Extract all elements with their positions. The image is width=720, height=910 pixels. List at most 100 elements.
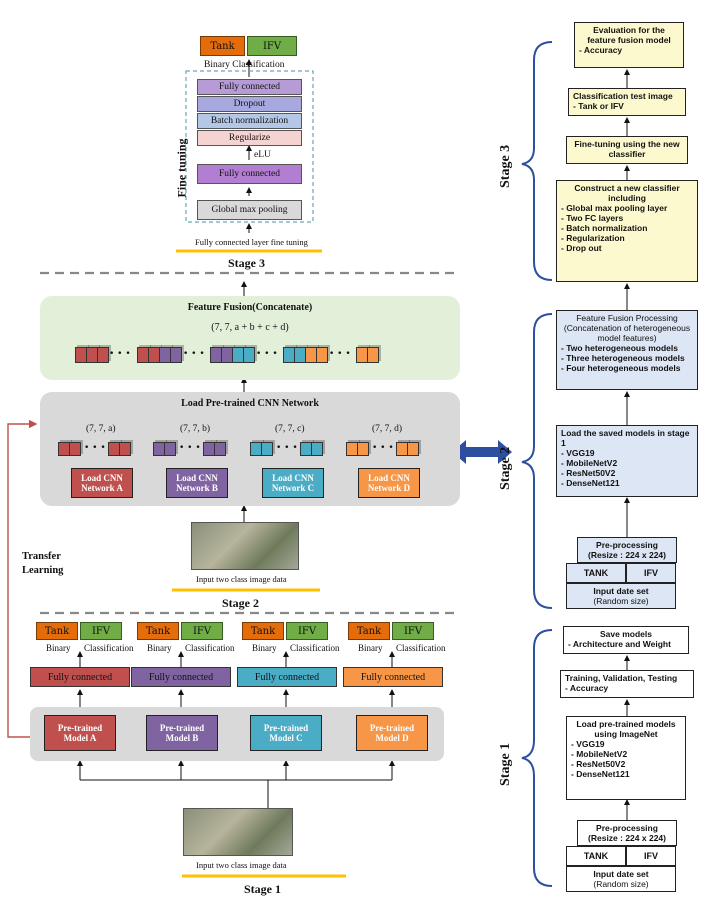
cnn-feature-cube xyxy=(407,442,419,456)
classification-label: Classification xyxy=(185,643,235,653)
fine-tuning-caption: Fully connected layer fine tuning xyxy=(195,237,308,247)
ifv-output-box: IFV xyxy=(80,622,122,640)
evaluation-item: - Accuracy xyxy=(579,45,623,55)
ellipsis-dots: • • • xyxy=(276,443,298,453)
fully-connected-layer-2: Fully connected xyxy=(197,164,302,184)
loadpre-title: Load pre-trained models using ImageNet xyxy=(576,719,676,739)
ffp-item: - Four heterogeneous models xyxy=(561,363,681,373)
classification-label: Classification xyxy=(84,643,134,653)
ellipsis-dots: • • • xyxy=(256,349,278,359)
pre1-sub: (Resize : 224 x 224) xyxy=(588,833,666,843)
input-image-collage-stage1 xyxy=(183,808,293,856)
ifv-output-box: IFV xyxy=(392,622,434,640)
fully-connected-layer: Fully connected xyxy=(197,79,302,95)
evaluation-box: Evaluation for the feature fusion model … xyxy=(574,22,684,68)
dims-a: (7, 7, a) xyxy=(86,424,116,434)
ellipsis-dots: • • • xyxy=(183,349,205,359)
load-saved-item: - DenseNet121 xyxy=(561,478,620,488)
input-image-collage-stage2 xyxy=(191,522,299,570)
tank-output-box: Tank xyxy=(200,36,245,56)
construct-item: - Batch normalization xyxy=(561,223,648,233)
preprocessing-box-stage2: Pre-processing (Resize : 224 x 224) xyxy=(577,537,677,563)
stage1-image-caption: Input two class image data xyxy=(196,860,287,870)
stage3-right-label: Stage 3 xyxy=(498,144,513,188)
construct-item: - Global max pooling layer xyxy=(561,203,668,213)
train-title: Training, Validation, Testing xyxy=(565,673,678,683)
batch-normalization-layer: Batch normalization xyxy=(197,113,302,129)
dims-c: (7, 7, c) xyxy=(275,424,305,434)
tank-output-box: Tank xyxy=(348,622,390,640)
feature-fusion-panel xyxy=(40,296,460,380)
feature-fusion-processing-box: Feature Fusion Processing (Concatenation… xyxy=(556,310,698,390)
train-item: - Accuracy xyxy=(565,683,609,693)
cnn-feature-cube xyxy=(119,442,131,456)
pre1-title: Pre-processing xyxy=(596,823,658,833)
cnn-feature-cube xyxy=(357,442,369,456)
evaluation-title: Evaluation for the feature fusion model xyxy=(587,25,671,45)
input2-title: Input date set xyxy=(593,586,649,596)
pretrained-model-a: Pre-trained Model A xyxy=(44,715,116,751)
ffp-item: - Two heterogeneous models xyxy=(561,343,678,353)
classification-test-box: Classification test image - Tank or IFV xyxy=(568,88,686,116)
load-cnn-network-d: Load CNN Network D xyxy=(358,468,420,498)
input-dataset-box-stage1: Input date set (Random size) xyxy=(566,866,676,892)
fully-connected-box: Fully connected xyxy=(237,667,337,687)
construct-title: Construct a new classifier including xyxy=(574,183,680,203)
tank-output-box: Tank xyxy=(242,622,284,640)
binary-label: Binary xyxy=(252,643,277,653)
load-saved-models-box: Load the saved models in stage 1 - VGG19… xyxy=(556,425,698,497)
input1-sub: (Random size) xyxy=(593,879,649,889)
classification-label: Classification xyxy=(396,643,446,653)
stage1-fc-row: Fully connected Fully connected Fully conn… xyxy=(30,667,450,691)
ffp-item: - Three heterogeneous models xyxy=(561,353,685,363)
fused-feature-cube xyxy=(243,347,255,363)
stage1-left-label: Stage 1 xyxy=(244,882,281,896)
cnn-feature-cube xyxy=(311,442,323,456)
tank-cell-stage2: TANK xyxy=(566,563,626,583)
ifv-output-box: IFV xyxy=(286,622,328,640)
cnn-feature-cube xyxy=(69,442,81,456)
cnn-feature-blocks: • • •• • •• • •• • • xyxy=(58,440,448,460)
construct-item: - Drop out xyxy=(561,243,602,253)
pretrained-model-c: Pre-trained Model C xyxy=(250,715,322,751)
transfer-learning-label: Transfer Learning xyxy=(22,551,64,576)
save-title: Save models xyxy=(600,629,652,639)
load-cnn-title: Load Pre-trained CNN Network xyxy=(181,398,319,409)
construct-classifier-box: Construct a new classifier including - G… xyxy=(556,180,698,282)
fused-feature-cube xyxy=(170,347,182,363)
classification-test-item: - Tank or IFV xyxy=(573,101,624,111)
ellipsis-dots: • • • xyxy=(84,443,106,453)
ellipsis-dots: • • • xyxy=(329,349,351,359)
load-saved-title: Load the saved models in stage 1 xyxy=(561,428,690,448)
load-saved-item: - ResNet50V2 xyxy=(561,468,616,478)
cnn-feature-cube xyxy=(164,442,176,456)
pretrained-model-d: Pre-trained Model D xyxy=(356,715,428,751)
ifv-cell-stage2: IFV xyxy=(626,563,676,583)
load-pretrained-box: Load pre-trained models using ImageNet -… xyxy=(566,716,686,800)
pre2-title: Pre-processing xyxy=(596,540,658,550)
feature-fusion-title: Feature Fusion(Concatenate) xyxy=(187,302,313,313)
ifv-cell-stage1: IFV xyxy=(626,846,676,866)
cnn-feature-cube xyxy=(261,442,273,456)
fusion-dims: (7, 7, a + b + c + d) xyxy=(211,322,289,333)
input-dataset-box-stage2: Input date set (Random size) xyxy=(566,583,676,609)
fully-connected-box: Fully connected xyxy=(30,667,130,687)
regularize-layer: Regularize xyxy=(197,130,302,146)
classification-test-title: Classification test image xyxy=(573,91,673,101)
dims-b: (7, 7, b) xyxy=(180,424,211,434)
load-cnn-network-b: Load CNN Network B xyxy=(166,468,228,498)
elu-label: eLU xyxy=(254,150,271,160)
ffp-title: Feature Fusion Processing (Concatenation… xyxy=(563,313,691,343)
stage1-right-label: Stage 1 xyxy=(498,742,513,786)
binary-label: Binary xyxy=(358,643,383,653)
fine-tuning-label: Fine tuning xyxy=(174,138,189,198)
tank-output-box: Tank xyxy=(137,622,179,640)
pre2-sub: (Resize : 224 x 224) xyxy=(588,550,666,560)
fused-feature-cube xyxy=(367,347,379,363)
ifv-output-box: IFV xyxy=(247,36,297,56)
fully-connected-box: Fully connected xyxy=(343,667,443,687)
construct-item: - Regularization xyxy=(561,233,625,243)
stage2-left-label: Stage 2 xyxy=(222,596,259,610)
